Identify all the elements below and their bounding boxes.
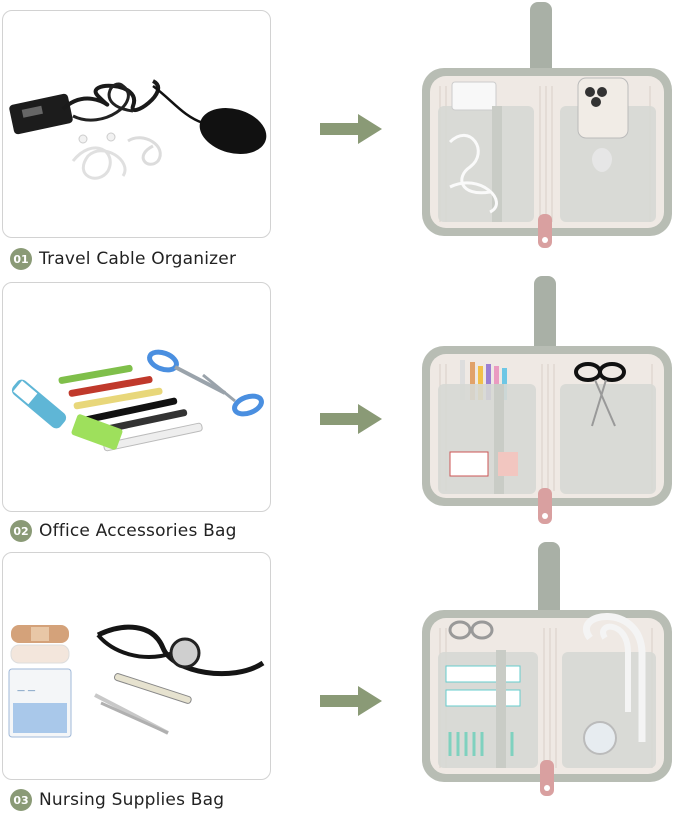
section-number-badge: 03 <box>10 789 32 811</box>
svg-text:— —: — — <box>17 686 36 695</box>
caption-01: 01 Travel Cable Organizer <box>10 247 236 271</box>
section-title: Office Accessories Bag <box>39 521 237 541</box>
nursing-supplies-illustration: — — <box>8 624 265 738</box>
right-arrow-icon <box>320 404 382 434</box>
product-photo-office <box>2 282 271 512</box>
organizer-bag-open-office <box>422 276 672 524</box>
section-title: Nursing Supplies Bag <box>39 790 225 810</box>
cable-accessories-illustration <box>9 79 267 180</box>
product-photo-nursing: — — <box>2 552 271 780</box>
right-arrow-icon <box>320 114 382 144</box>
caption-03: 03 Nursing Supplies Bag <box>10 788 224 812</box>
section-number-badge: 02 <box>10 520 32 542</box>
organizer-bag-open-nursing <box>422 542 672 796</box>
section-title: Travel Cable Organizer <box>39 249 237 269</box>
caption-02: 02 Office Accessories Bag <box>10 519 237 543</box>
product-photo-cables <box>2 10 271 238</box>
organizer-bag-open-cables <box>422 2 672 248</box>
section-number-badge: 01 <box>10 248 32 270</box>
right-arrow-icon <box>320 686 382 716</box>
office-accessories-illustration <box>11 349 264 452</box>
